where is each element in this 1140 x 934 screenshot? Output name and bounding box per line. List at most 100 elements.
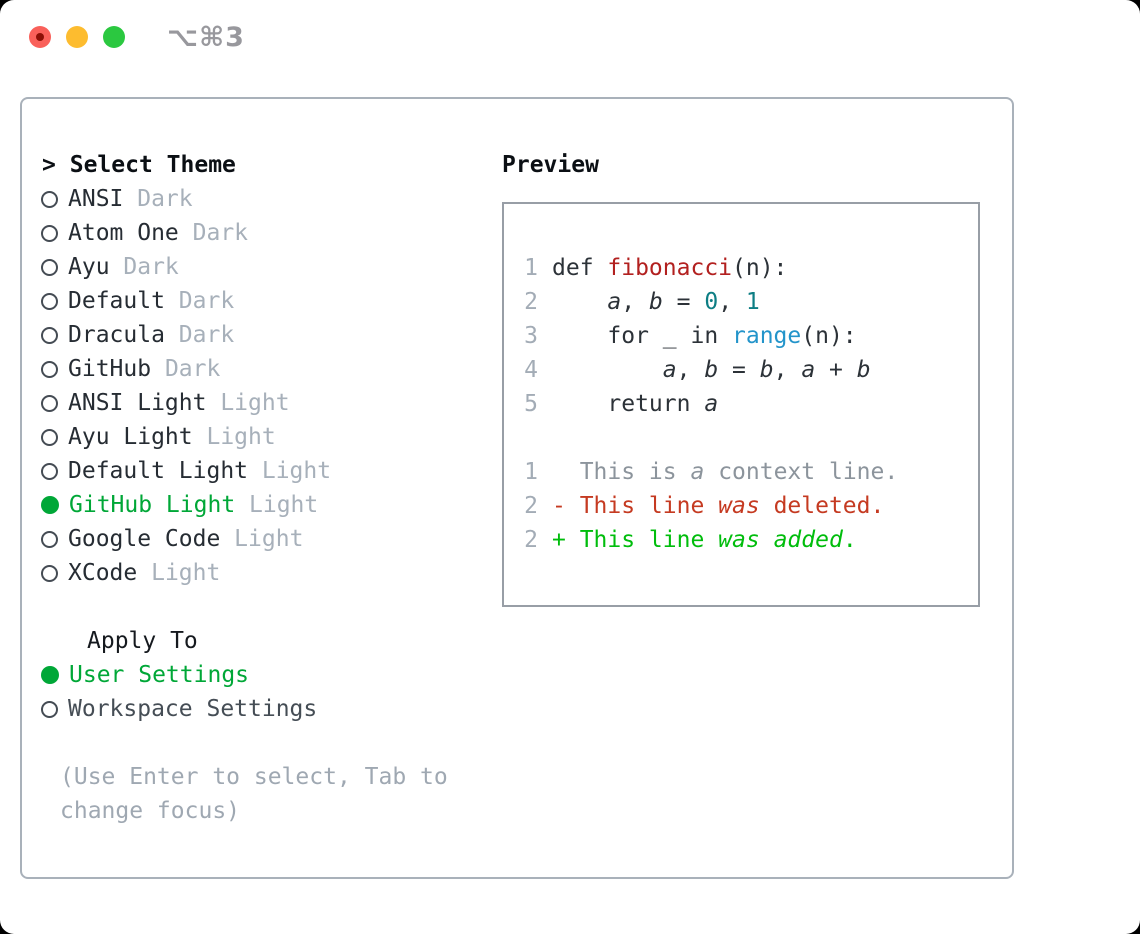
theme-option-label: Ayu Light Light <box>68 420 276 454</box>
theme-variant: Dark <box>151 356 221 382</box>
code-line: 4 a, b = b, a + b <box>524 353 978 387</box>
theme-name: Ayu <box>68 254 110 280</box>
line-number: 5 <box>524 391 538 417</box>
code-token: . <box>842 527 857 553</box>
preview-header: Preview <box>502 152 599 178</box>
code-token: , <box>773 357 802 383</box>
code-token: , <box>621 289 649 315</box>
theme-option[interactable]: Atom One Dark <box>22 216 482 250</box>
code-token: b <box>856 357 871 383</box>
apply-to-option-label: Workspace Settings <box>68 696 318 722</box>
line-number: 1 <box>524 459 538 485</box>
theme-variant: Light <box>235 492 319 518</box>
line-number: 2 <box>524 493 538 519</box>
code-token: (n): <box>732 255 788 281</box>
line-number: 2 <box>524 289 538 315</box>
code-text: return a <box>552 387 718 421</box>
code-token: a <box>607 289 622 315</box>
theme-name: Default <box>68 288 165 314</box>
radio-icon <box>41 360 58 378</box>
code-token: fibonacci <box>607 255 733 281</box>
line-number: 3 <box>524 323 538 349</box>
select-theme-label: Select Theme <box>69 152 236 178</box>
radio-icon <box>41 428 58 446</box>
theme-option-label: Google Code Light <box>68 522 303 556</box>
theme-name: Dracula <box>68 322 165 348</box>
apply-to-header: Apply To <box>87 628 198 654</box>
spacer <box>22 590 482 624</box>
code-text: + This line was added. <box>552 523 857 557</box>
code-token: a <box>662 357 677 383</box>
theme-option[interactable]: ANSI Dark <box>22 182 482 216</box>
theme-option[interactable]: GitHub Light Light <box>22 488 482 522</box>
theme-option[interactable]: ANSI Light Light <box>22 386 482 420</box>
theme-option-label: GitHub Dark <box>68 352 220 386</box>
theme-option[interactable]: Dracula Dark <box>22 318 482 352</box>
code-text: - This line was deleted. <box>552 489 884 523</box>
line-number: 4 <box>524 357 538 383</box>
radio-icon <box>41 258 58 276</box>
theme-option[interactable]: Default Dark <box>22 284 482 318</box>
theme-variant: Dark <box>123 186 193 212</box>
spacer <box>22 726 482 760</box>
theme-option-label: Atom One Dark <box>68 216 248 250</box>
radio-icon <box>41 700 58 718</box>
window-title: ⌥⌘3 <box>167 22 245 53</box>
code-token: for _ in <box>552 323 733 349</box>
code-token <box>760 527 774 553</box>
theme-name: ANSI Light <box>68 390 207 416</box>
close-button[interactable] <box>29 26 51 48</box>
theme-option[interactable]: Ayu Dark <box>22 250 482 284</box>
theme-variant: Light <box>220 526 304 552</box>
theme-option[interactable]: Google Code Light <box>22 522 482 556</box>
theme-option-label: Dracula Dark <box>68 318 234 352</box>
theme-variant: Dark <box>164 322 235 348</box>
apply-to-option[interactable]: User Settings <box>22 658 482 692</box>
code-token <box>552 357 663 383</box>
code-text: a, b = 0, 1 <box>552 285 760 319</box>
code-token: 0 <box>704 289 719 315</box>
theme-option-label: ANSI Light Light <box>68 386 290 420</box>
theme-option[interactable]: XCode Light <box>22 556 482 590</box>
code-token: = <box>718 357 760 383</box>
code-token: b <box>704 357 719 383</box>
theme-variant: Light <box>192 424 276 450</box>
code-token: (n): <box>801 323 857 349</box>
radio-icon <box>41 292 58 310</box>
theme-name: GitHub <box>68 356 152 382</box>
radio-selected-icon <box>41 666 59 684</box>
code-text: a, b = b, a + b <box>552 353 871 387</box>
select-theme-header: > Select Theme <box>22 148 482 182</box>
code-token <box>552 289 607 315</box>
theme-option[interactable]: GitHub Dark <box>22 352 482 386</box>
minimize-button[interactable] <box>66 26 88 48</box>
code-token: added <box>773 527 843 553</box>
zoom-button[interactable] <box>103 26 125 48</box>
theme-variant: Dark <box>109 254 179 280</box>
code-text: for _ in range(n): <box>552 319 857 353</box>
theme-name: Google Code <box>68 526 221 552</box>
theme-name: XCode <box>68 560 138 586</box>
code-token: context line. <box>704 459 899 485</box>
theme-option[interactable]: Default Light Light <box>22 454 482 488</box>
code-token: 1 <box>745 289 760 315</box>
theme-option[interactable]: Ayu Light Light <box>22 420 482 454</box>
theme-name: ANSI <box>68 186 124 212</box>
code-token: range <box>732 323 802 349</box>
code-line: 3 for _ in range(n): <box>524 319 978 353</box>
theme-option-label: Default Dark <box>68 284 234 318</box>
code-text: This is a context line. <box>552 455 899 489</box>
radio-icon <box>41 462 58 480</box>
code-line: 2 a, b = 0, 1 <box>524 285 978 319</box>
theme-name: Default Light <box>68 458 249 484</box>
radio-selected-icon <box>41 496 59 514</box>
apply-to-option[interactable]: Workspace Settings <box>22 692 482 726</box>
theme-variant: Light <box>137 560 221 586</box>
theme-name: Ayu Light <box>68 424 193 450</box>
theme-option-label: GitHub Light Light <box>69 488 318 522</box>
code-token: a <box>704 391 719 417</box>
apply-to-option-label: User Settings <box>69 662 250 688</box>
